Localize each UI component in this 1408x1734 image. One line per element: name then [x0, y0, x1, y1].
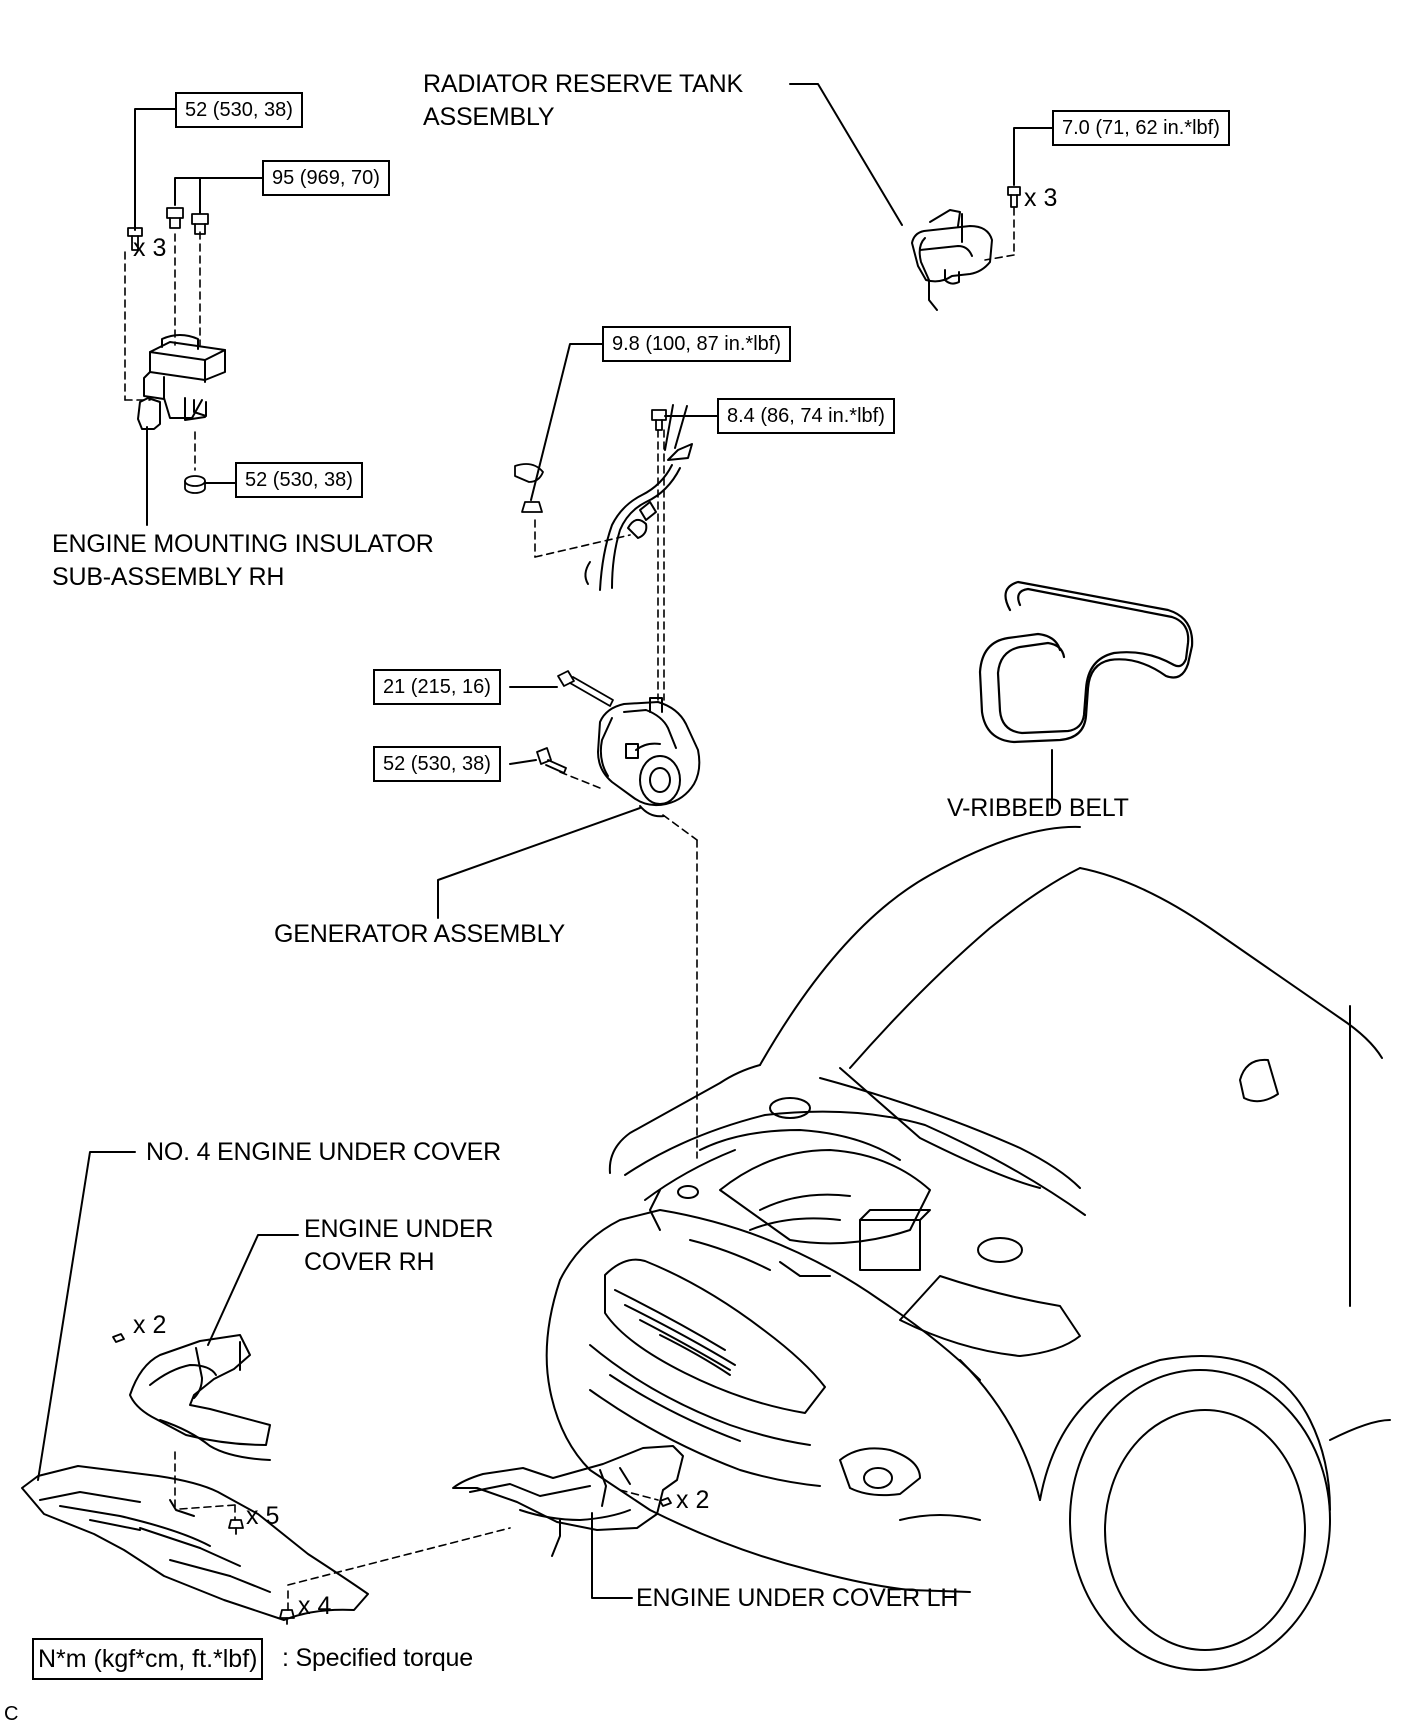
under-covers-drawing — [21, 1334, 684, 1621]
engine-under-cover-lh-label: ENGINE UNDER COVER LH — [636, 1584, 959, 1612]
engine-under-cover-rh-label: ENGINE UNDER COVER RH — [304, 1215, 494, 1276]
torque-harness-bolt: 8.4 (86, 74 in.*lbf) — [717, 398, 895, 434]
wire-harness-drawing — [584, 404, 693, 591]
vehicle-drawing — [545, 825, 1391, 1671]
legend-torque-box: N*m (kgf*cm, ft.*lbf) — [32, 1638, 264, 1680]
qty-mount-bolts: x 3 — [133, 234, 167, 262]
footer-code: C — [4, 1703, 19, 1725]
v-ribbed-belt-label: V-RIBBED BELT — [947, 794, 1129, 822]
torque-mount-nuts: 95 (969, 70) — [262, 160, 390, 196]
engine-mounting-insulator-label: ENGINE MOUNTING INSULATOR SUB-ASSEMBLY R… — [52, 530, 434, 591]
torque-mount-bolt-top: 52 (530, 38) — [175, 92, 303, 128]
qty-no4-cover-screws-top: x 5 — [246, 1502, 280, 1530]
torque-terminal-nut: 9.8 (100, 87 in.*lbf) — [602, 326, 791, 362]
fasteners — [112, 186, 1021, 1625]
qty-rh-cover-screws: x 2 — [133, 1311, 167, 1339]
engine-mounting-insulator-drawing — [137, 334, 226, 430]
radiator-reserve-tank-drawing — [911, 209, 993, 311]
torque-generator-bolt-short: 52 (530, 38) — [373, 746, 501, 782]
generator-drawing — [597, 697, 701, 818]
qty-lh-cover-screws: x 2 — [676, 1486, 710, 1514]
v-ribbed-belt-drawing — [978, 580, 1194, 744]
generator-assembly-label: GENERATOR ASSEMBLY — [274, 920, 565, 948]
torque-mount-nut-bottom: 52 (530, 38) — [235, 462, 363, 498]
radiator-reserve-tank-label: RADIATOR RESERVE TANK ASSEMBLY — [423, 70, 743, 131]
no4-engine-under-cover-label: NO. 4 ENGINE UNDER COVER — [146, 1138, 501, 1166]
qty-no4-cover-screws-bottom: x 4 — [298, 1592, 332, 1620]
torque-tank-bolt: 7.0 (71, 62 in.*lbf) — [1052, 110, 1230, 146]
torque-generator-bolt-long: 21 (215, 16) — [373, 669, 501, 705]
qty-tank-bolts: x 3 — [1024, 184, 1058, 212]
leader-lines — [37, 83, 1053, 1599]
legend-description: : Specified torque — [282, 1644, 473, 1672]
